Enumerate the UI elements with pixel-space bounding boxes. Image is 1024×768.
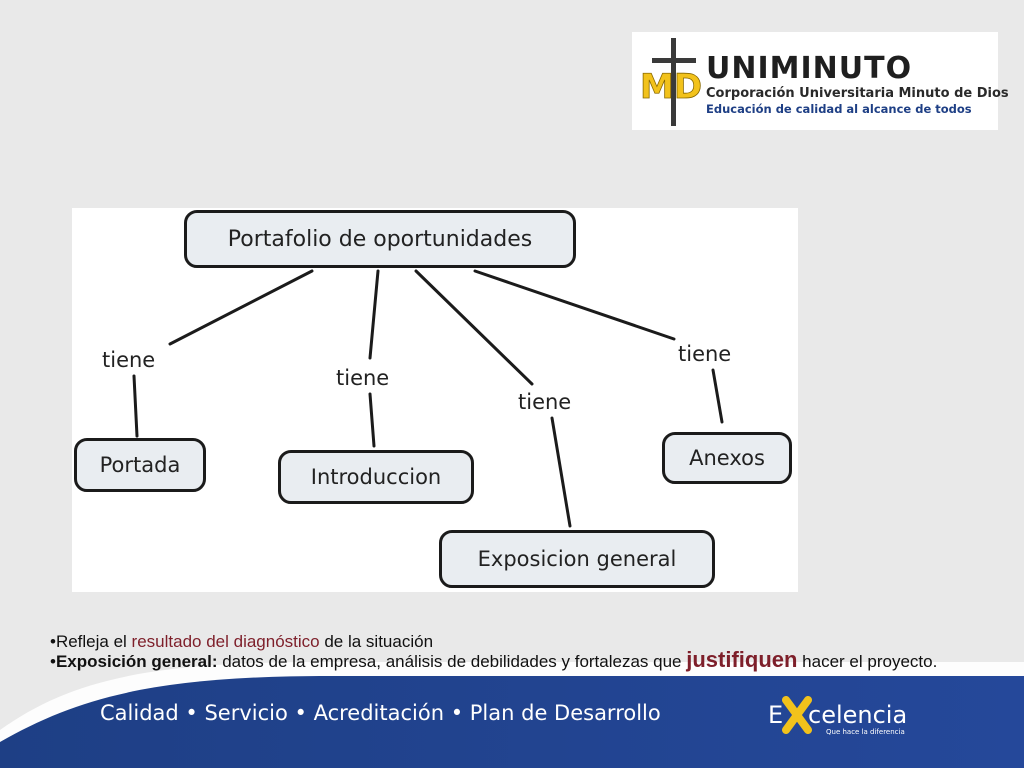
edge-label: tiene bbox=[678, 342, 732, 366]
edge-label: tiene bbox=[518, 390, 572, 414]
highlight-text: resultado del diagnóstico bbox=[131, 632, 320, 651]
footer-tagline: Calidad • Servicio • Acreditación • Plan… bbox=[100, 701, 661, 725]
bullet-marker: • bbox=[50, 652, 56, 671]
edge-label: tiene bbox=[102, 348, 156, 372]
connector-line bbox=[414, 269, 534, 386]
excelencia-e: E bbox=[768, 701, 784, 729]
bullet-list: •Refleja el resultado del diagnóstico de… bbox=[50, 633, 950, 671]
bullet-text: hacer el proyecto. bbox=[797, 652, 938, 671]
connector-line bbox=[168, 269, 314, 346]
footer-band: Calidad • Servicio • Acreditación • Plan… bbox=[0, 650, 1024, 768]
connector-line bbox=[368, 269, 380, 360]
uniminuto-logo: MD UNIMINUTO Corporación Universitaria M… bbox=[632, 32, 1009, 130]
connector-lines bbox=[132, 269, 724, 528]
bullet-1: •Refleja el resultado del diagnóstico de… bbox=[50, 633, 950, 651]
connector-line bbox=[711, 368, 724, 424]
node-exposicion-general: Exposicion general bbox=[439, 530, 715, 588]
yellow-x-icon bbox=[782, 696, 812, 734]
bullet-2: •Exposición general: datos de la empresa… bbox=[50, 649, 950, 671]
bullet-text: de la situación bbox=[319, 632, 434, 651]
concept-map: Portafolio de oportunidades tiene tiene … bbox=[72, 208, 798, 592]
cross-icon: MD bbox=[640, 38, 702, 126]
excelencia-slogan: Que hace la diferencia bbox=[826, 728, 905, 736]
excelencia-logo: E celencia Que hace la diferencia bbox=[768, 690, 918, 746]
node-portada: Portada bbox=[74, 438, 206, 492]
bullet-text: datos de la empresa, análisis de debilid… bbox=[217, 652, 687, 671]
node-anexos: Anexos bbox=[662, 432, 792, 484]
node-portafolio: Portafolio de oportunidades bbox=[184, 210, 576, 268]
footer-band-shape bbox=[0, 662, 1024, 768]
connector-line bbox=[368, 392, 376, 448]
bullet-heading: Exposición general: bbox=[55, 652, 218, 671]
connector-line bbox=[550, 416, 572, 528]
highlight-text: justifiquen bbox=[686, 647, 798, 672]
logo-title: UNIMINUTO bbox=[706, 51, 913, 86]
bullet-text: •Refleja el bbox=[50, 632, 132, 651]
logo-tagline: Educación de calidad al alcance de todos bbox=[706, 102, 972, 116]
edge-label: tiene bbox=[336, 366, 390, 390]
node-introduccion: Introduccion bbox=[278, 450, 474, 504]
logo-subtitle: Corporación Universitaria Minuto de Dios bbox=[706, 86, 1009, 101]
connector-line bbox=[132, 374, 139, 438]
excelencia-word: celencia bbox=[808, 701, 908, 729]
connector-line bbox=[473, 269, 676, 341]
logo-monogram: MD bbox=[640, 67, 702, 107]
